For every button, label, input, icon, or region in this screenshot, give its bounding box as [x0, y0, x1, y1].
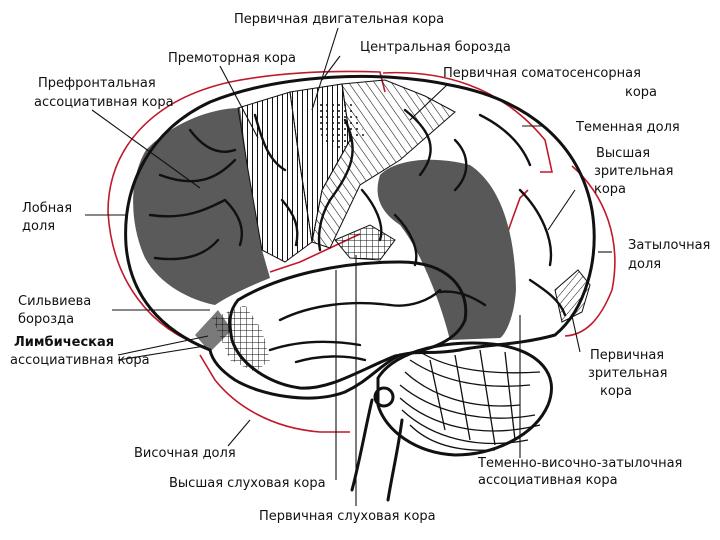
label-frontal-2: доля	[22, 219, 55, 234]
label-higher-auditory: Высшая слуховая кора	[169, 476, 326, 491]
label-primary-visual-2: зрительная	[588, 366, 667, 381]
frontal-lobe-boundary	[107, 70, 386, 349]
prefrontal-association-region	[133, 108, 270, 305]
cerebellum-outline	[376, 341, 553, 457]
label-premotor: Премоторная кора	[168, 51, 296, 66]
label-limbic-2: ассоциативная кора	[10, 353, 150, 368]
label-higher-visual-1: Высшая	[596, 146, 650, 161]
label-somatosensory-2: кора	[625, 85, 657, 100]
label-primary-auditory: Первичная слуховая кора	[259, 509, 436, 524]
label-sylvian-1: Сильвиева	[18, 294, 91, 309]
label-central-sulcus: Центральная борозда	[360, 40, 511, 55]
label-tpo-1: Теменно-височно-затылочная	[477, 456, 682, 471]
label-somatosensory-1: Первичная соматосенсорная	[443, 66, 641, 81]
temporal-lobe-outline	[228, 260, 468, 390]
label-temporal-lobe: Височная доля	[134, 446, 236, 461]
sulci	[148, 108, 567, 364]
annotation-labels: Первичная двигательная кора Премоторная …	[10, 12, 710, 524]
label-higher-visual-2: зрительная	[594, 164, 673, 179]
brain-outline	[124, 74, 596, 502]
label-tpo-2: ассоциативная кора	[478, 473, 618, 488]
label-prefrontal-1: Префронтальная	[38, 76, 156, 91]
primary-visual-region	[554, 269, 591, 323]
brainstem-outline	[350, 398, 404, 502]
label-parietal-lobe: Теменная доля	[575, 120, 680, 135]
label-frontal-1: Лобная	[22, 201, 72, 216]
occipital-lobe-boundary	[564, 165, 616, 337]
tpo-association-region	[377, 159, 516, 340]
primary-auditory-region	[334, 224, 396, 261]
leader-lines	[85, 27, 612, 506]
label-primary-motor: Первичная двигательная кора	[234, 12, 444, 27]
label-primary-visual-1: Первичная	[590, 348, 664, 363]
label-primary-visual-3: кора	[600, 384, 632, 399]
label-sylvian-2: борозда	[18, 312, 74, 327]
higher-auditory-region	[212, 305, 270, 372]
label-prefrontal-2: ассоциативная кора	[34, 95, 174, 110]
cerebrum-outline	[124, 74, 596, 400]
label-limbic-1: Лимбическая	[14, 335, 114, 350]
parietal-lobe-boundary	[382, 71, 553, 173]
label-higher-visual-3: кора	[594, 182, 626, 197]
label-occipital-1: Затылочная	[628, 238, 710, 253]
label-occipital-2: доля	[628, 257, 661, 272]
pons-circle	[373, 386, 395, 408]
temporal-lobe-boundary	[199, 354, 350, 433]
